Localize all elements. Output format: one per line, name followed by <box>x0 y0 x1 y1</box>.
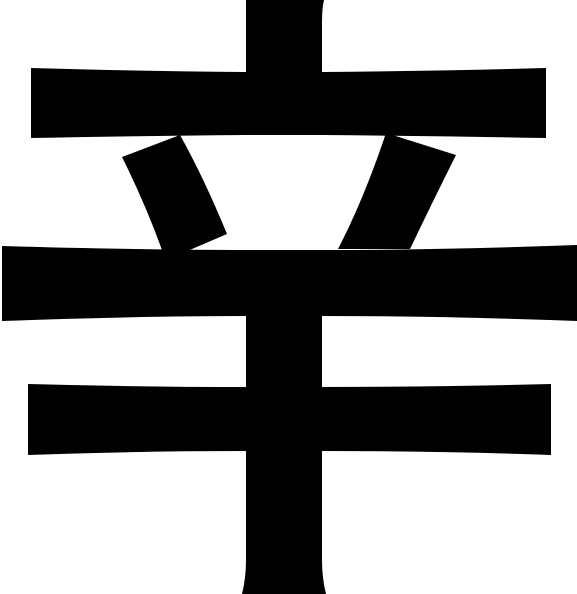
top-horizontal-bar <box>31 68 546 138</box>
right-slanted-dot <box>338 133 456 249</box>
main-vertical-stroke <box>242 316 326 594</box>
left-slanted-dot <box>122 135 227 252</box>
top-vertical-stroke <box>246 0 324 72</box>
middle-horizontal-bar <box>2 245 577 321</box>
